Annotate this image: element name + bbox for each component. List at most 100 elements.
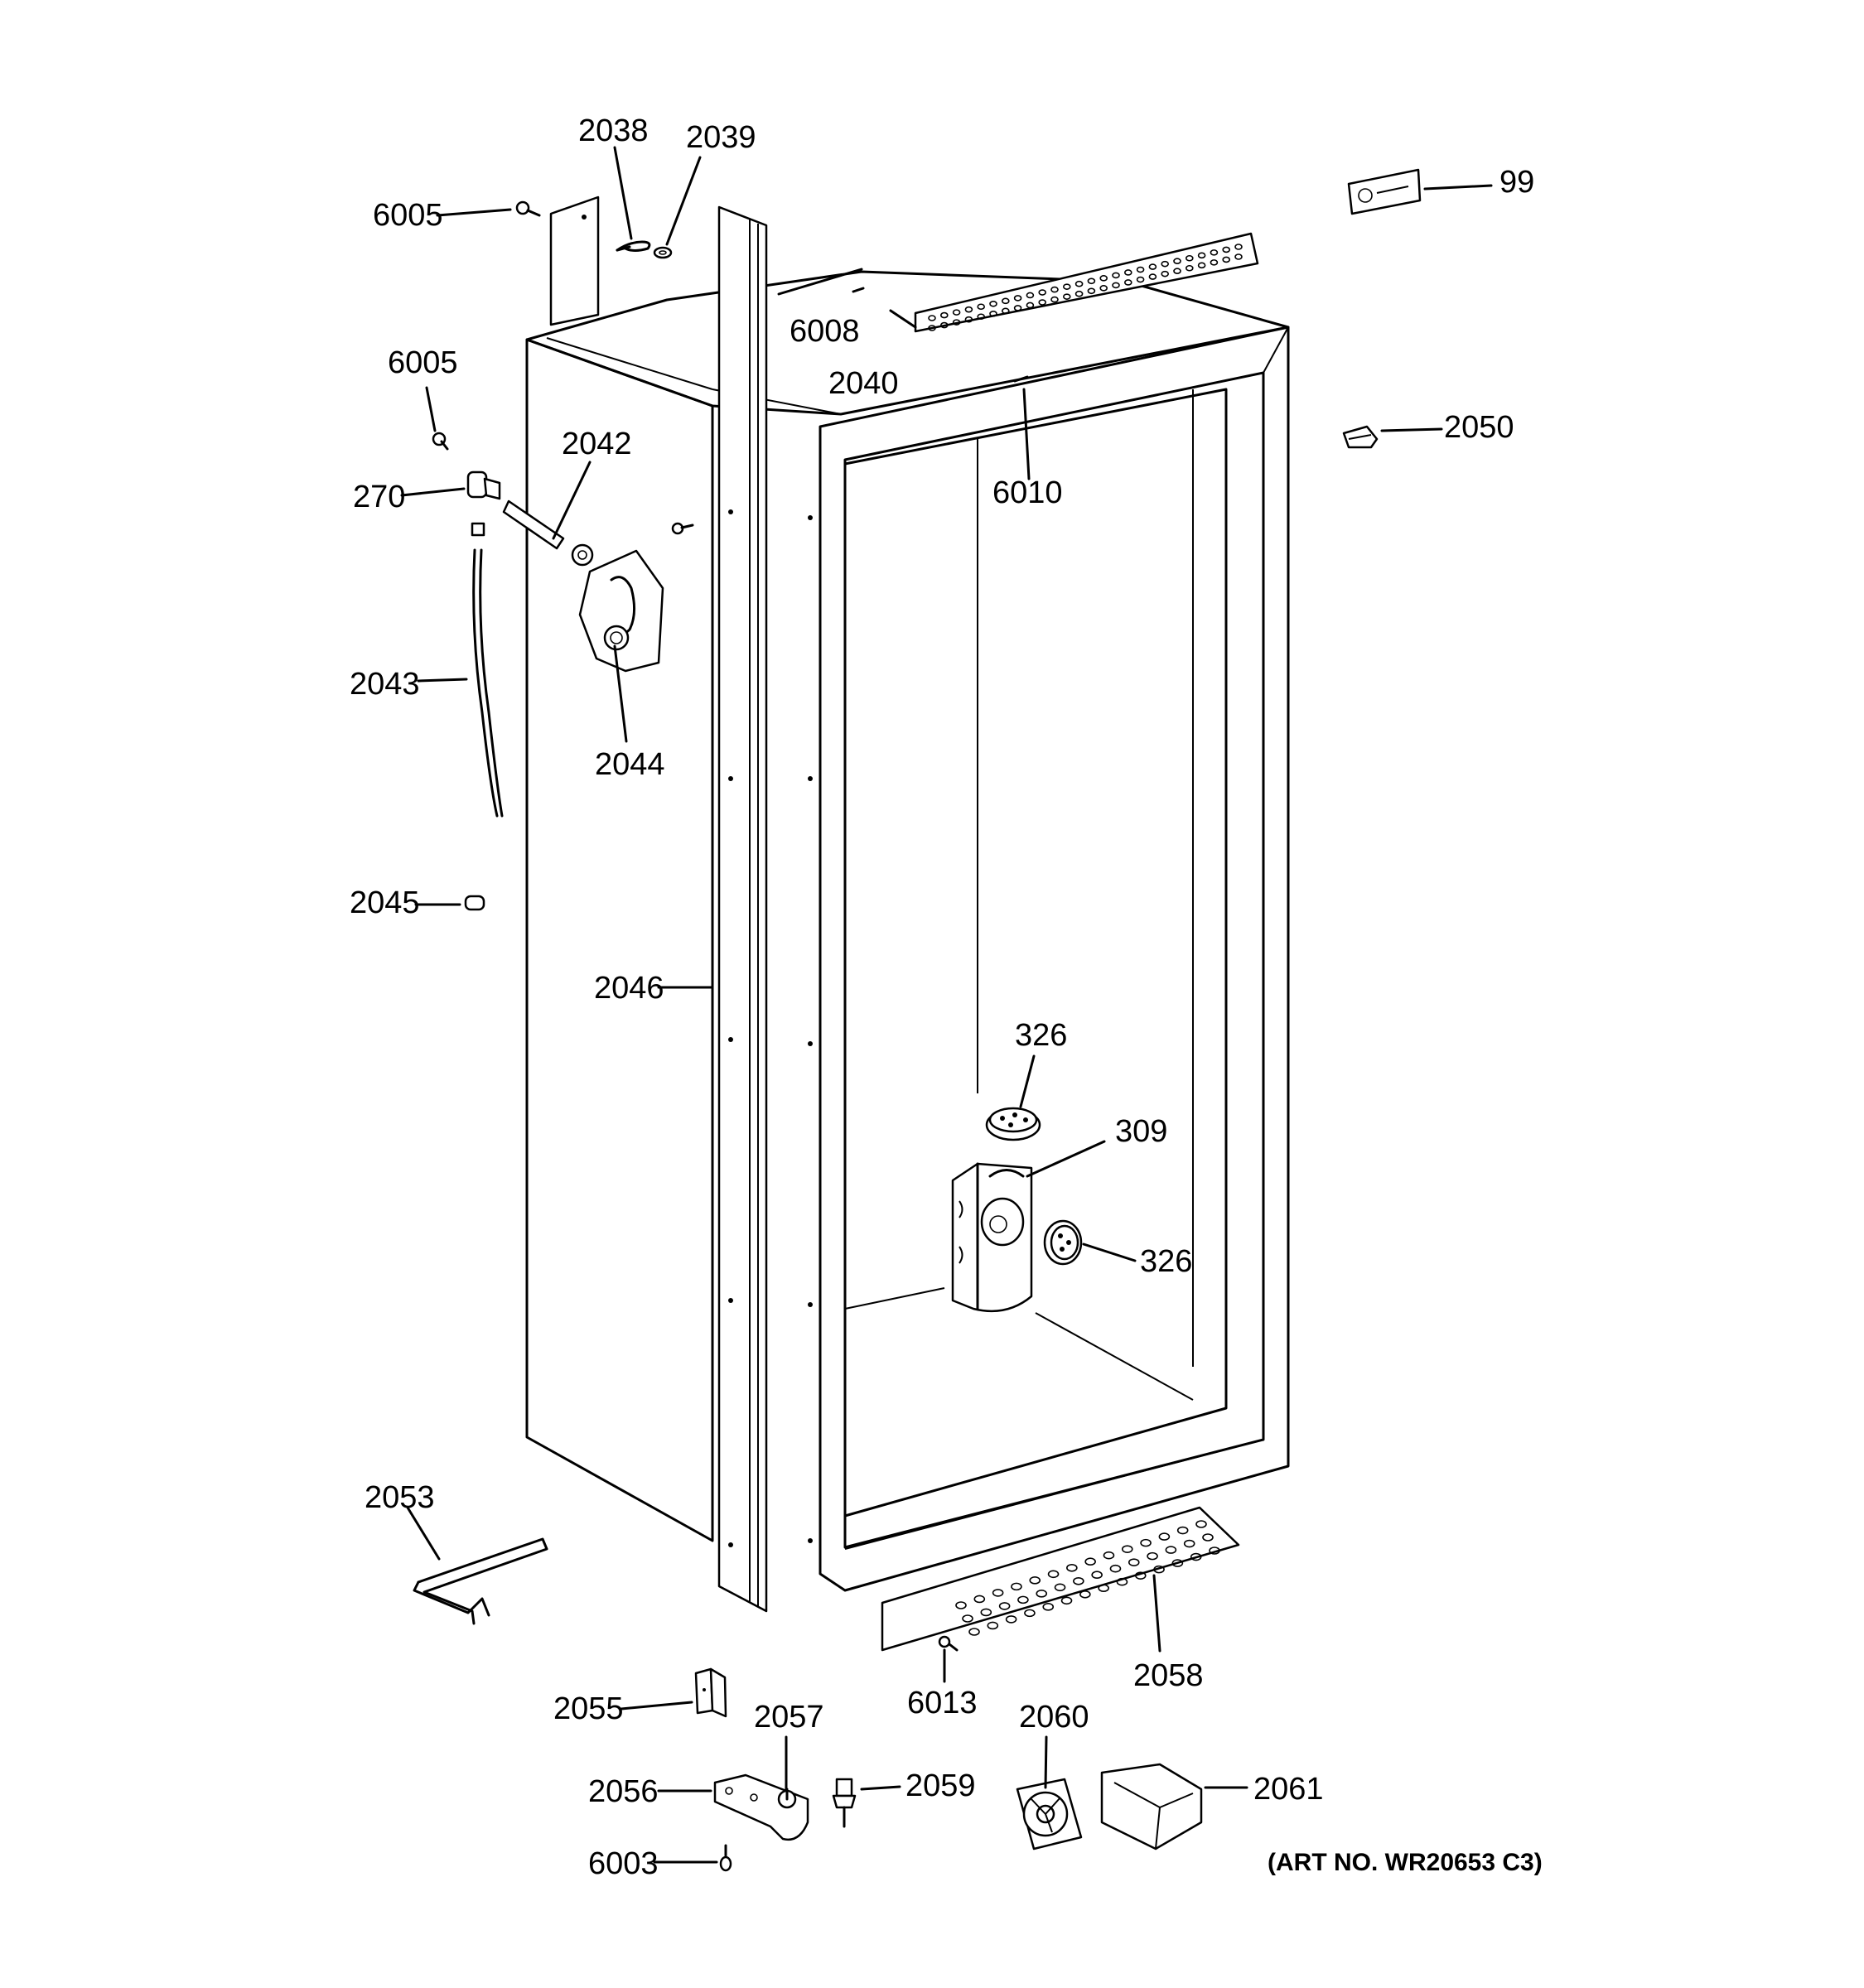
callout-2057: 2057 <box>754 1700 824 1735</box>
perforation-hole <box>1087 287 1096 295</box>
perforation-hole <box>1124 279 1132 286</box>
top-edge-line <box>777 268 863 296</box>
callout-2045: 2045 <box>350 885 420 920</box>
leader-lines <box>400 146 1493 1864</box>
callout-2038: 2038 <box>578 113 649 148</box>
clip-2050 <box>1342 425 1379 449</box>
perforation-hole <box>1234 253 1243 260</box>
callout-6010: 6010 <box>992 475 1063 510</box>
perforation-hole <box>1024 1609 1036 1618</box>
fitting-326-lower <box>1043 1219 1083 1266</box>
perforation-hole <box>1158 1532 1171 1541</box>
perforation-hole <box>1161 270 1169 277</box>
perforation-hole <box>928 325 936 331</box>
perforation-hole <box>977 313 985 321</box>
perforation-hole <box>1210 249 1219 256</box>
callout-2055: 2055 <box>553 1691 624 1726</box>
perforation-hole <box>1066 1563 1078 1572</box>
cap-2045 <box>464 895 485 911</box>
perforation-hole <box>1054 1583 1066 1592</box>
pin-2038 <box>616 240 651 252</box>
callout-2046: 2046 <box>594 971 664 1006</box>
wire-bracket-2053 <box>413 1537 548 1625</box>
callout-2056: 2056 <box>588 1774 659 1809</box>
perforation-hole <box>1042 1603 1055 1611</box>
perforation-hole <box>998 1602 1011 1610</box>
callout-2060: 2060 <box>1019 1700 1089 1735</box>
callout-2043: 2043 <box>350 667 420 702</box>
callout-6005-top: 6005 <box>373 198 443 233</box>
perforation-hole <box>964 316 973 323</box>
perforation-hole <box>962 1614 973 1623</box>
callout-6013: 6013 <box>907 1686 978 1720</box>
callout-2061: 2061 <box>1253 1772 1324 1807</box>
perforation-hole <box>987 1621 999 1630</box>
trim-strip-2046 <box>717 205 813 1613</box>
perforation-hole <box>989 310 997 317</box>
perforation-hole <box>1121 1545 1133 1553</box>
screw-6008 <box>852 287 865 293</box>
perforated-strip-2058 <box>881 1506 1240 1652</box>
callout-labels: 2038 2039 6005 6008 99 2040 6005 2042 20… <box>350 113 1534 1881</box>
screw-6005-top <box>515 200 541 217</box>
perforation-hole <box>952 309 961 316</box>
perforation-hole <box>1103 1551 1115 1560</box>
top-bracket <box>549 195 600 326</box>
cabinet-body <box>525 270 1290 1592</box>
perforation-hole <box>1074 290 1084 297</box>
perforation-hole <box>1002 307 1010 315</box>
perforation-hole <box>1017 1595 1029 1604</box>
perforation-hole <box>1098 1584 1109 1593</box>
perforation-hole <box>1073 1576 1084 1585</box>
perforation-hole <box>980 1608 992 1617</box>
perforation-hole <box>1186 264 1194 272</box>
perforation-hole <box>1013 305 1022 311</box>
screw-side-panel <box>671 522 694 535</box>
perforation-hole <box>1136 266 1145 273</box>
perforation-hole <box>940 311 949 319</box>
callout-2039: 2039 <box>686 120 756 155</box>
perforation-hole <box>1060 1596 1073 1605</box>
callout-2058: 2058 <box>1133 1658 1204 1693</box>
perforation-hole <box>952 319 961 326</box>
perforation-hole <box>1140 1538 1152 1547</box>
perforation-hole <box>1112 272 1120 279</box>
perforation-hole <box>940 321 949 329</box>
perforation-hole <box>973 1595 986 1604</box>
perforation-hole <box>1063 283 1071 290</box>
callout-270: 270 <box>353 480 405 514</box>
perforation-hole <box>989 300 997 307</box>
perforation-hole <box>1026 292 1035 299</box>
perforation-hole <box>1074 280 1084 287</box>
perforation-hole <box>1136 276 1145 283</box>
perforation-hole <box>1013 295 1022 302</box>
duct-2061 <box>1100 1763 1203 1850</box>
callout-2050: 2050 <box>1444 410 1514 445</box>
perforation-hole <box>1091 1571 1103 1580</box>
perforation-hole <box>1038 289 1046 296</box>
washer-2039 <box>653 246 673 259</box>
perforation-hole <box>992 1589 1004 1597</box>
perforation-hole <box>1079 1590 1091 1599</box>
perforation-hole <box>1202 1533 1214 1542</box>
callout-326-upper: 326 <box>1015 1018 1067 1053</box>
callout-2042: 2042 <box>562 427 632 461</box>
art-number: (ART NO. WR20653 C3) <box>1268 1849 1543 1876</box>
perforation-hole <box>1109 1564 1122 1573</box>
perforation-hole <box>1210 259 1219 266</box>
tube-2042 <box>502 499 565 550</box>
perforation-hole <box>1038 299 1046 306</box>
perforation-hole <box>928 315 936 321</box>
perforation-hole <box>1190 1552 1202 1561</box>
perforation-hole <box>1084 1557 1096 1566</box>
perforation-hole <box>955 1601 967 1609</box>
perforation-hole <box>1011 1582 1022 1591</box>
perforation-hole <box>977 303 985 311</box>
perforation-hole <box>1148 273 1157 280</box>
perforation-hole <box>1197 252 1206 259</box>
callout-99: 99 <box>1499 165 1534 200</box>
perforation-hole <box>1222 246 1230 253</box>
perforation-hole <box>1197 262 1206 269</box>
callout-6005-side: 6005 <box>388 345 458 380</box>
perforation-hole <box>1147 1551 1158 1561</box>
